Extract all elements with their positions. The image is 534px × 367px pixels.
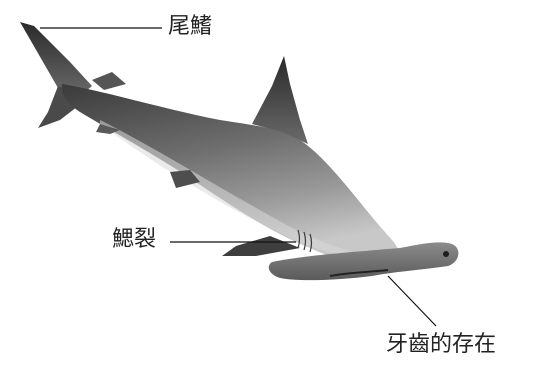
teeth-leader-line — [388, 276, 436, 326]
eye — [443, 251, 449, 257]
tail-fin-label: 尾鰭 — [168, 16, 212, 38]
second-dorsal-fin — [92, 72, 126, 90]
tail-fin-upper-lobe — [20, 22, 92, 96]
pectoral-fin — [222, 236, 300, 256]
teeth-label: 牙齒的存在 — [386, 334, 496, 356]
gill-slits-label: 鰓裂 — [112, 229, 156, 251]
